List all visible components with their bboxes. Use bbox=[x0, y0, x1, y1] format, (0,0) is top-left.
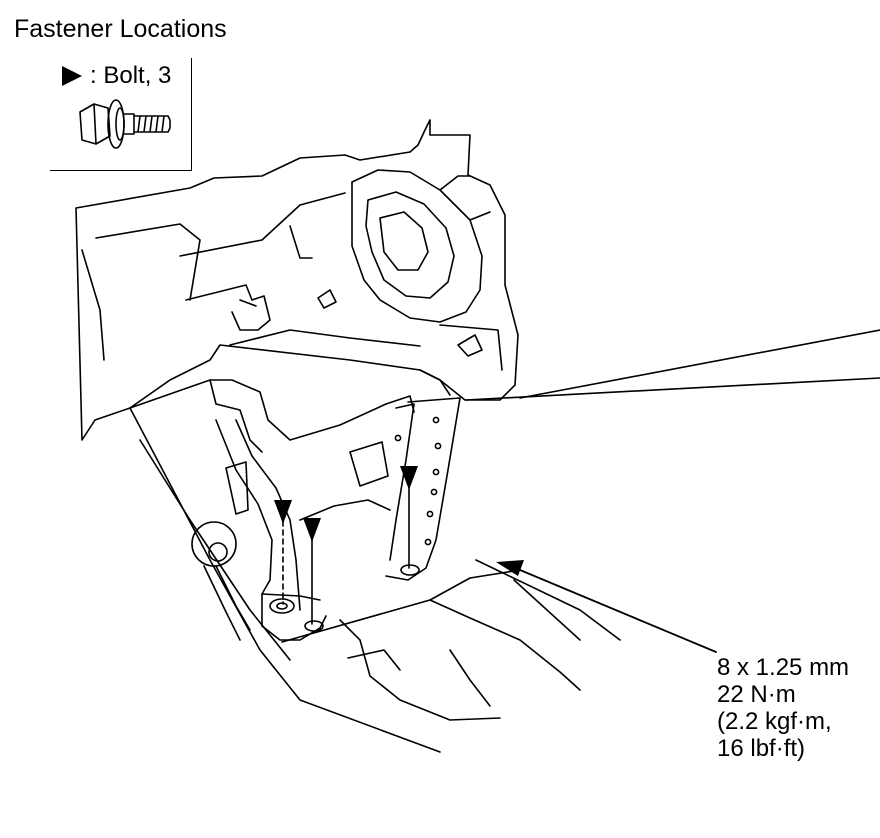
legend-text: : Bolt, 3 bbox=[90, 62, 172, 89]
bolt-arrow-icon bbox=[62, 66, 82, 86]
cross-member bbox=[129, 329, 880, 753]
transmission-case bbox=[75, 119, 519, 441]
flange-bolt-icon bbox=[79, 99, 171, 149]
right-mount-plate bbox=[299, 397, 461, 581]
bolt-arrows bbox=[274, 466, 418, 625]
spec-size: 8 x 1.25 mm bbox=[717, 654, 850, 681]
fastener-spec: 8 x 1.25 mm 22 N·m (2.2 kgf·m, 16 lbf·ft… bbox=[717, 654, 880, 762]
leader-arrow bbox=[496, 560, 717, 653]
spec-torque-nm: 22 N·m bbox=[717, 681, 796, 708]
spec-torque-kgf: (2.2 kgf·m, bbox=[717, 708, 832, 735]
spec-torque-lbf: 16 lbf·ft) bbox=[717, 735, 806, 762]
side-fitting bbox=[191, 521, 251, 641]
diagram-title: Fastener Locations bbox=[14, 15, 227, 43]
legend-label: : Bolt, 3 bbox=[90, 62, 171, 90]
legend-box bbox=[50, 58, 192, 171]
